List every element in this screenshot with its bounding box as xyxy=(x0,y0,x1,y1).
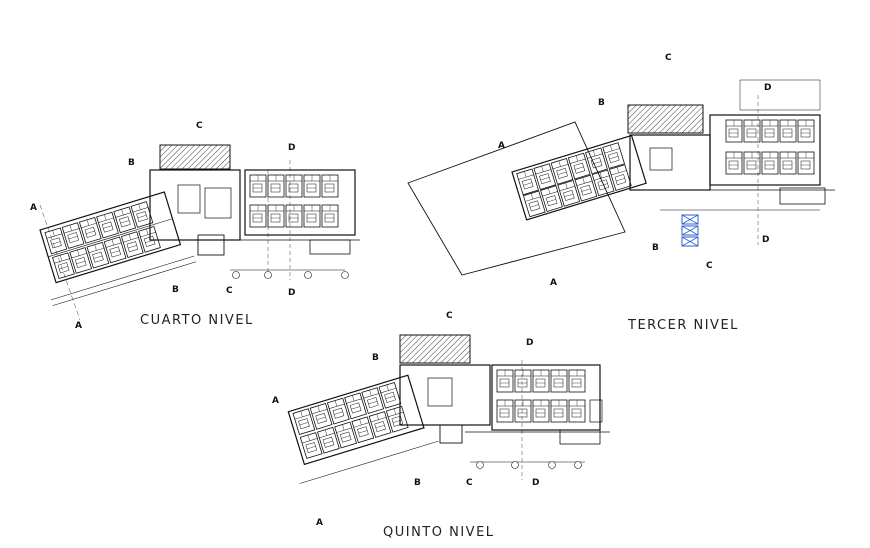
section-marker-d-bottom: D xyxy=(288,288,295,298)
section-marker-a-top: A xyxy=(30,203,37,213)
plan-title-tercer: TERCER NIVEL xyxy=(628,318,739,333)
plan-title-cuarto: CUARTO NIVEL xyxy=(140,313,254,328)
section-marker-d-top: D xyxy=(526,338,533,348)
site-outline xyxy=(407,121,626,276)
section-marker-c-bottom: C xyxy=(706,261,713,271)
section-marker-a-top: A xyxy=(498,141,505,151)
section-marker-d-top: D xyxy=(764,83,771,93)
section-marker-c-top: C xyxy=(446,311,453,321)
section-marker-b-bottom: B xyxy=(414,478,421,488)
section-marker-c-top: C xyxy=(665,53,672,63)
section-marker-c-top: C xyxy=(196,121,203,131)
section-marker-d-top: D xyxy=(288,143,295,153)
plan-quinto-nivel: A A B B C C D D xyxy=(272,311,610,528)
section-marker-b-bottom: B xyxy=(652,243,659,253)
section-marker-a-top: A xyxy=(272,396,279,406)
section-marker-d-bottom: D xyxy=(532,478,539,488)
section-marker-c-bottom: C xyxy=(466,478,473,488)
section-marker-b-top: B xyxy=(598,98,605,108)
section-marker-b-bottom: B xyxy=(172,285,179,295)
section-marker-a-bottom: A xyxy=(550,278,557,288)
section-marker-b-top: B xyxy=(128,158,135,168)
angled-wing xyxy=(511,134,647,221)
angled-wing xyxy=(287,374,439,484)
section-marker-a-bottom: A xyxy=(316,518,323,528)
section-marker-d-bottom: D xyxy=(762,235,769,245)
stair-symbols xyxy=(681,214,699,247)
section-marker-a-bottom: A xyxy=(75,321,82,331)
angled-wing xyxy=(39,191,197,306)
plan-cuarto-nivel: A A B B C C D D xyxy=(30,121,360,331)
plan-tercer-nivel: A A B B C C D D xyxy=(407,53,835,288)
section-marker-b-top: B xyxy=(372,353,379,363)
plan-title-quinto: QUINTO NIVEL xyxy=(383,525,495,540)
section-marker-c-bottom: C xyxy=(226,286,233,296)
